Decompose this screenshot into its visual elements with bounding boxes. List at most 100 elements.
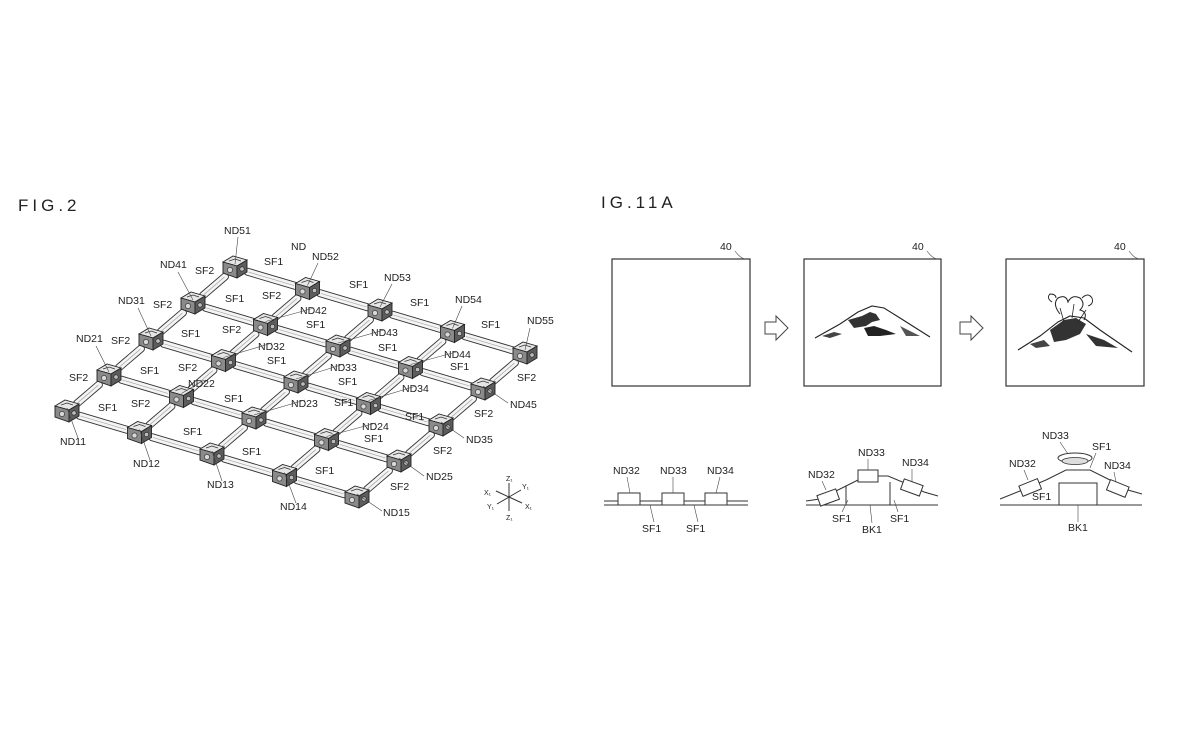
lattice-node bbox=[427, 413, 455, 437]
next-arrow-icon bbox=[959, 314, 984, 342]
axis-z-label: Z₁ bbox=[506, 515, 513, 522]
leader-line bbox=[440, 421, 465, 439]
label-nd15: ND15 bbox=[383, 507, 410, 519]
leader-line bbox=[307, 262, 319, 286]
shape-fitting bbox=[75, 411, 131, 434]
lattice-node bbox=[53, 399, 81, 423]
label-nd25: ND25 bbox=[426, 471, 453, 483]
figure-2-title: FIG.2 bbox=[18, 196, 81, 215]
panel-3: 40 ND33 ND32 ND34 SF1 SF1 BK1 bbox=[999, 241, 1145, 534]
node-lattice bbox=[53, 255, 539, 509]
label-sf2: SF2 bbox=[111, 335, 130, 347]
axis-indicator: Z₁ Z₁ Y₁ Y₁ X₁ X₁ bbox=[484, 476, 533, 522]
label-sf1: SF1 bbox=[410, 297, 429, 309]
label-nd33: ND33 bbox=[1042, 430, 1069, 442]
label-sf2: SF2 bbox=[153, 299, 172, 311]
label-sf1: SF1 bbox=[338, 376, 357, 388]
lattice-node bbox=[126, 421, 153, 445]
node-box-nd34 bbox=[704, 492, 728, 506]
label-sf1: SF1 bbox=[315, 465, 334, 477]
display-frame bbox=[803, 258, 942, 387]
lattice-node bbox=[271, 464, 298, 488]
fig2-labels: ND11 ND12 ND13 ND14 ND15 ND21 ND22 ND23 … bbox=[60, 225, 554, 519]
leader-line bbox=[398, 457, 425, 477]
label-sf1: SF1 bbox=[98, 402, 117, 414]
shape-fitting bbox=[117, 375, 173, 398]
lattice-node bbox=[469, 377, 497, 401]
label-sf1: SF1 bbox=[686, 523, 705, 535]
label-sf1: SF1 bbox=[306, 319, 325, 331]
label-nd23: ND23 bbox=[291, 398, 318, 410]
label-sf1: SF1 bbox=[242, 446, 261, 458]
lattice-node bbox=[294, 277, 321, 301]
label-nd33: ND33 bbox=[660, 465, 687, 477]
label-nd12: ND12 bbox=[133, 458, 160, 470]
leader-line bbox=[524, 327, 531, 351]
mountain-image bbox=[814, 305, 931, 339]
label-nd32: ND32 bbox=[1009, 458, 1036, 470]
node-box-nd32 bbox=[816, 488, 841, 507]
label-sf1: SF1 bbox=[450, 361, 469, 373]
label-nd52: ND52 bbox=[312, 251, 339, 263]
label-nd13: ND13 bbox=[207, 479, 234, 491]
label-sf2: SF2 bbox=[262, 290, 281, 302]
label-sf1: SF1 bbox=[1092, 441, 1111, 453]
axis-x-label: X₁ bbox=[484, 490, 492, 497]
label-nd31: ND31 bbox=[118, 295, 145, 307]
lattice-node bbox=[252, 313, 279, 337]
node-box-nd32 bbox=[617, 492, 641, 506]
leader-line bbox=[452, 305, 463, 329]
node-box-nd34 bbox=[1105, 478, 1130, 498]
label-nd41: ND41 bbox=[160, 259, 187, 271]
lattice-node bbox=[511, 341, 539, 365]
label-sf1: SF1 bbox=[183, 426, 202, 438]
label-sf2: SF2 bbox=[178, 362, 197, 374]
label-nd45: ND45 bbox=[510, 399, 537, 411]
label-nd34: ND34 bbox=[707, 465, 734, 477]
label-nd42: ND42 bbox=[300, 305, 327, 317]
label-nd32: ND32 bbox=[808, 469, 835, 481]
leader-line bbox=[139, 429, 151, 461]
label-nd33: ND33 bbox=[330, 362, 357, 374]
panel-2: 40 ND32 ND33 ND34 SF1 SF1 BK1 bbox=[803, 241, 942, 536]
axis-y-label: Y₁ bbox=[522, 484, 530, 491]
label-sf2: SF2 bbox=[222, 324, 241, 336]
leader-line bbox=[137, 307, 152, 337]
lattice-node bbox=[221, 255, 249, 279]
label-sf1: SF1 bbox=[225, 293, 244, 305]
label-nd35: ND35 bbox=[466, 434, 493, 446]
label-nd34: ND34 bbox=[402, 383, 429, 395]
node-box-nd34 bbox=[899, 478, 924, 497]
label-sf2: SF2 bbox=[390, 481, 409, 493]
label-sf1: SF1 bbox=[890, 513, 909, 525]
label-sf1: SF1 bbox=[334, 397, 353, 409]
leader-line bbox=[326, 422, 377, 437]
lattice-node bbox=[366, 298, 394, 322]
panel-1: 40 ND32 ND33 ND34 SF1 SF1 bbox=[604, 241, 751, 535]
lattice-node bbox=[282, 370, 310, 394]
label-sf1: SF1 bbox=[267, 355, 286, 367]
leader-line bbox=[284, 472, 297, 504]
lattice-node bbox=[95, 363, 123, 387]
label-nd53: ND53 bbox=[384, 272, 411, 284]
lattice-node bbox=[343, 485, 371, 509]
label-sf1: SF1 bbox=[481, 319, 500, 331]
label-sf1: SF1 bbox=[364, 433, 383, 445]
lattice-node bbox=[397, 356, 424, 380]
leader-line bbox=[95, 345, 110, 373]
leader-line bbox=[66, 407, 79, 439]
label-nd34: ND34 bbox=[1104, 460, 1131, 472]
leader-line bbox=[211, 450, 223, 482]
label-nd32: ND32 bbox=[258, 341, 285, 353]
leader-line bbox=[356, 493, 383, 512]
panel-ref-label: 40 bbox=[1114, 241, 1126, 253]
label-nd32: ND32 bbox=[613, 465, 640, 477]
leader-line bbox=[337, 329, 385, 344]
lattice-node bbox=[313, 428, 340, 452]
label-sf1: SF1 bbox=[832, 513, 851, 525]
lattice-node bbox=[324, 334, 352, 358]
shape-fitting bbox=[243, 267, 299, 290]
lattice-node bbox=[439, 320, 466, 344]
leader-line bbox=[410, 351, 457, 365]
leader-line bbox=[295, 363, 345, 380]
